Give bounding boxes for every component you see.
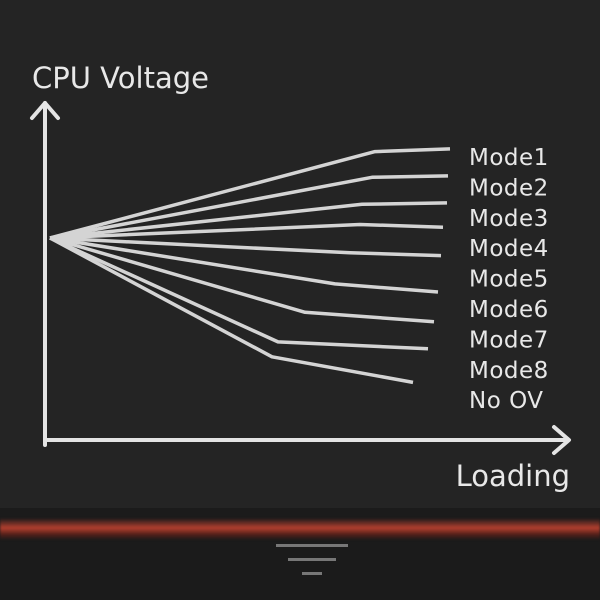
legend-label-mode6: Mode6 xyxy=(469,297,549,323)
series-line-mode5 xyxy=(49,236,442,258)
legend-label-mode4: Mode4 xyxy=(469,236,549,262)
legend-label-mode7: Mode7 xyxy=(469,327,549,353)
legend-label-mode8: Mode8 xyxy=(469,358,549,384)
legend-label-mode5: Mode5 xyxy=(469,267,549,293)
x-axis-arrow xyxy=(552,425,571,455)
legend-label-mode2: Mode2 xyxy=(469,175,549,201)
legend: Mode1Mode2Mode3Mode4Mode5Mode6Mode7Mode8… xyxy=(469,145,549,414)
series-lines xyxy=(49,147,451,385)
y-axis-arrow xyxy=(30,101,60,120)
legend-label-no-ov: No OV xyxy=(469,388,544,414)
legend-label-mode3: Mode3 xyxy=(469,206,549,232)
axes xyxy=(30,101,571,455)
series-line-mode8 xyxy=(49,236,429,351)
series-line-mode3 xyxy=(49,201,448,240)
series-line-no-ov xyxy=(49,236,414,385)
legend-label-mode1: Mode1 xyxy=(469,145,549,171)
series-line-mode1 xyxy=(49,147,451,240)
series-line-mode6 xyxy=(49,236,439,294)
menu-lines-icon[interactable] xyxy=(276,544,348,578)
red-accent-glow xyxy=(0,518,600,540)
y-axis-label: CPU Voltage xyxy=(32,61,209,95)
series-line-mode4 xyxy=(49,222,444,240)
series-line-mode7 xyxy=(49,236,435,324)
series-line-mode2 xyxy=(49,174,449,240)
x-axis-label: Loading xyxy=(456,459,570,493)
